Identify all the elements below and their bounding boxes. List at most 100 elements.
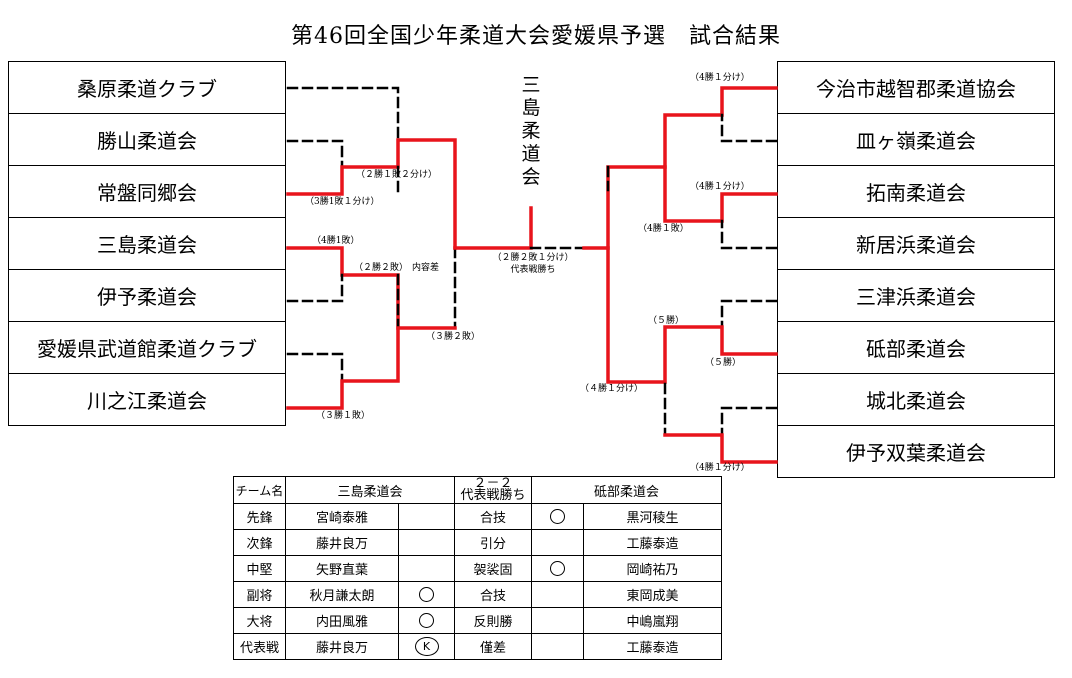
final-score: （２勝２敗１分け） 代表戦勝ち [458,252,608,276]
mark-b-cell [531,607,584,634]
score-label: （２勝１敗２分け） [356,168,437,180]
bracket-line-win [286,138,457,250]
final-score-note: 代表戦勝ち [510,265,556,275]
bracket-line-win [663,165,778,223]
table-row: 大将 内田風雅 反則勝 中嶋嵐翔 [233,607,722,634]
mark-b-cell [531,633,584,660]
left-teams-list: 桑原柔道クラブ 勝山柔道会 常盤同郷会 三島柔道会 伊予柔道会 愛媛県武道館柔道… [8,61,286,426]
final-score-label: （２勝２敗１分け） [492,253,574,263]
bracket-line-win [286,326,400,410]
mark-a-cell [398,607,455,634]
score-label: （4勝1敗） [312,234,359,246]
table-row: 副将 秋月謙太朗 合技 東岡成美 [233,581,722,608]
bracket-line [286,273,344,303]
score-label: （３勝１敗） [316,409,370,421]
team-cell: 愛媛県武道館柔道クラブ [8,321,286,374]
score-label: （２勝２敗） [354,261,408,273]
player-b-cell: 工藤泰造 [583,529,722,556]
mark-a-cell [398,555,455,582]
player-a-cell: 秋月謙太朗 [285,581,399,608]
mark-a-cell [398,503,455,530]
player-a-cell: 宮崎泰雅 [285,503,399,530]
bracket-line-win [286,246,457,330]
bracket-line [286,86,400,142]
position-cell: 先鋒 [233,503,286,530]
player-a-cell: 矢野直葉 [285,555,399,582]
mark-b-cell [531,529,584,556]
score-label: （５勝） [705,356,741,368]
team-cell: 拓南柔道会 [777,165,1055,218]
score-label: （4勝１敗） [638,222,689,234]
position-cell: 大将 [233,607,286,634]
result-cell: 袈裟固 [454,555,532,582]
page-title: 第46回全国少年柔道大会愛媛県予選 試合結果 [291,24,781,49]
win-mark-icon [550,561,565,576]
result-cell: 合技 [454,581,532,608]
table-header-row: チーム名 三島柔道会 ２－２ 代表戦勝ち 砥部柔道会 [233,476,722,504]
team-cell: 皿ヶ嶺柔道会 [777,113,1055,166]
header-score-note: 代表戦勝ち [460,488,526,503]
header-score-value: ２－２ [473,476,513,491]
player-a-cell: 内田風雅 [285,607,399,634]
score-label: （４勝１分け） [580,382,643,394]
rep-win-mark: K [414,637,439,656]
team-cell: 伊予柔道会 [8,269,286,322]
bracket-line [720,219,778,250]
result-cell: 引分 [454,529,532,556]
bracket-line [720,113,778,143]
team-cell: 今治市越智郡柔道協会 [777,61,1055,114]
mark-b-cell [531,555,584,582]
player-a-cell: 藤井良万 [285,529,399,556]
table-row: 次鋒 藤井良万 引分 工藤泰造 [233,529,722,556]
position-cell: 代表戦 [233,633,286,660]
score-label: （4勝１分け） [690,180,750,192]
mark-a-cell [398,529,455,556]
header-team-a: 三島柔道会 [285,476,455,504]
win-mark-icon [419,587,434,602]
team-cell: 三津浜柔道会 [777,269,1055,322]
result-cell: 僅差 [454,633,532,660]
player-b-cell: 中嶋嵐翔 [583,607,722,634]
score-label: （５勝） [648,314,684,326]
header-team-b: 砥部柔道会 [531,476,722,504]
score-label: （３勝２敗） [426,330,480,342]
score-label: （4勝１分け） [690,461,750,473]
win-mark-icon [550,509,565,524]
player-b-cell: 岡崎祐乃 [583,555,722,582]
player-b-cell: 東岡成美 [583,581,722,608]
bracket-line-win [582,246,778,384]
team-cell: 常盤同郷会 [8,165,286,218]
header-score: ２－２ 代表戦勝ち [454,476,532,504]
table-row: 中堅 矢野直葉 袈裟固 岡崎祐乃 [233,555,722,582]
team-cell: 城北柔道会 [777,373,1055,426]
table-row: 先鋒 宮崎泰雅 合技 黒河稜生 [233,503,722,530]
team-cell: 新居浜柔道会 [777,217,1055,270]
bracket-line [286,352,344,383]
team-cell: 川之江柔道会 [8,373,286,426]
mark-b-cell [531,581,584,608]
position-cell: 副将 [233,581,286,608]
bracket-line-win [606,86,778,250]
mark-a-cell: K [398,633,455,660]
team-cell: 伊予双葉柔道会 [777,425,1055,478]
mark-b-cell [531,503,584,530]
bracket-line-win [453,206,533,250]
result-cell: 反則勝 [454,607,532,634]
position-cell: 中堅 [233,555,286,582]
result-cell: 合技 [454,503,532,530]
champion-name: 三島柔道会 [521,74,541,188]
bracket-line [286,139,344,168]
score-label: （4勝１分け） [690,71,750,83]
bracket-line-win [663,433,778,464]
player-a-cell: 藤井良万 [285,633,399,660]
bracket-line [720,299,778,329]
header-role: チーム名 [233,476,286,504]
bracket-line [663,380,778,437]
final-results-table: チーム名 三島柔道会 ２－２ 代表戦勝ち 砥部柔道会 先鋒 宮崎泰雅 合技 黒河… [233,476,722,660]
team-cell: 三島柔道会 [8,217,286,270]
score-label: （3勝1敗１分け） [305,195,379,207]
score-label: 内容差 [412,261,439,273]
player-b-cell: 黒河稜生 [583,503,722,530]
table-row: 代表戦 藤井良万 K 僅差 工藤泰造 [233,633,722,660]
